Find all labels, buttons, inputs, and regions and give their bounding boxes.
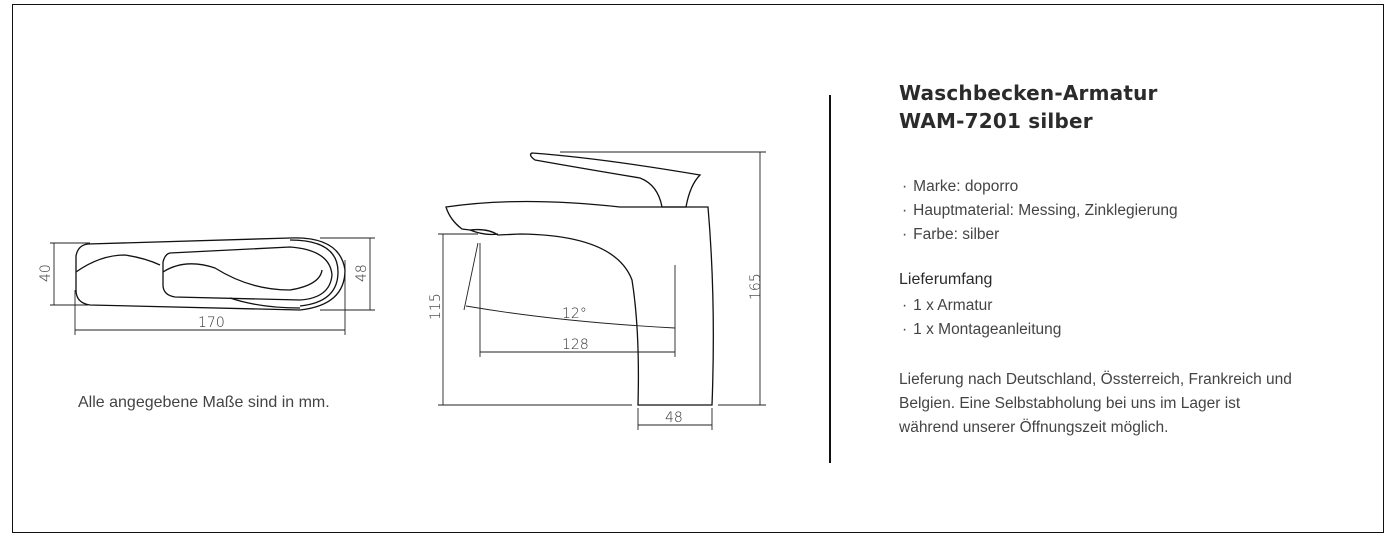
scope-item: 1 x Montageanleitung (902, 318, 1061, 342)
scope-heading: Lieferumfang (899, 271, 993, 288)
top-view-width-label: 170 (198, 315, 225, 331)
side-view-drawing: 115 165 128 12° 48 (428, 151, 766, 430)
product-title-line1: Waschbecken-Armatur (899, 81, 1158, 105)
total-height-label: 165 (748, 273, 764, 300)
top-view-right-height-label: 48 (354, 264, 370, 282)
measurement-note: Alle angegebene Maße sind in mm. (78, 394, 330, 411)
angle-label: 12° (562, 306, 587, 322)
delivery-info: Lieferung nach Deutschland, Össterreich,… (899, 371, 1292, 436)
scope-list: 1 x Armatur 1 x Montageanleitung (902, 294, 1061, 342)
content-frame (12, 4, 1384, 533)
base-width-label: 48 (665, 410, 683, 426)
scope-item: 1 x Armatur (902, 294, 1061, 318)
product-title-line2: WAM-7201 silber (899, 109, 1093, 133)
reach-label: 128 (562, 337, 589, 353)
vertical-divider (829, 95, 831, 463)
spec-list: Marke: doporro Hauptmaterial: Messing, Z… (902, 175, 1178, 247)
spec-item: Hauptmaterial: Messing, Zinklegierung (902, 199, 1177, 223)
spout-height-label: 115 (428, 293, 444, 320)
top-view-drawing: 170 40 48 (38, 237, 375, 335)
top-view-left-height-label: 40 (38, 264, 54, 282)
spec-item: Marke: doporro (902, 175, 1178, 199)
product-title: Waschbecken-Armatur WAM-7201 silber (899, 79, 1158, 135)
spec-item: Farbe: silber (902, 223, 1178, 247)
